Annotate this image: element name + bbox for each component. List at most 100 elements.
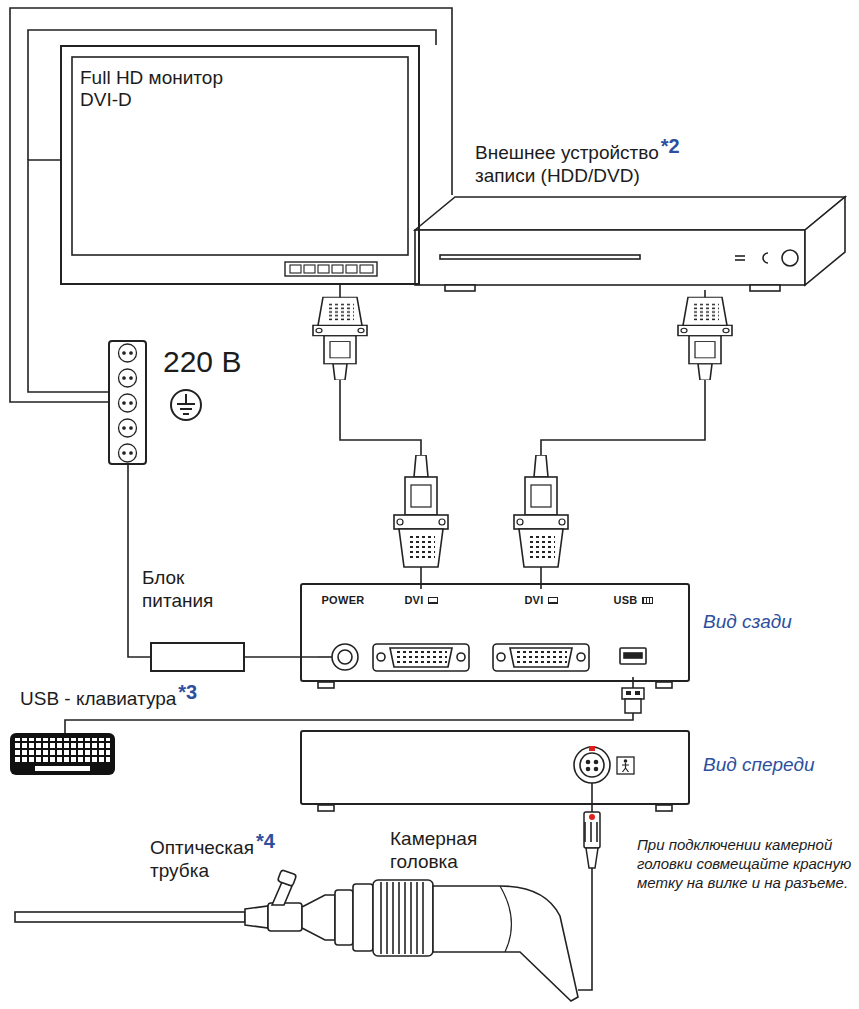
rear-panel-drawing [390, 648, 452, 667]
callout-number: *2 [661, 136, 680, 156]
power-strip-drawing [119, 369, 137, 387]
label-text: Вид спереди [703, 754, 815, 776]
front-panel-drawing [595, 768, 598, 771]
power-strip-drawing [130, 452, 132, 454]
rear-panel-drawing [377, 653, 385, 661]
rear-panel-drawing [510, 648, 572, 667]
power-strip-drawing [119, 344, 137, 462]
cable-plugs [584, 822, 600, 842]
monitor-drawing [318, 265, 329, 273]
monitor-drawing [360, 265, 373, 273]
earth-symbol [171, 390, 201, 420]
power-strip-drawing [130, 377, 132, 379]
cable [10, 8, 452, 402]
front-panel-drawing [591, 783, 593, 805]
optical-tube-drawing [302, 895, 335, 940]
rear-panel-drawing [373, 644, 469, 671]
cable-plugs [626, 691, 631, 695]
rear-panel-drawing [497, 653, 505, 661]
usb-port: USB [600, 589, 666, 677]
earth-symbol [180, 408, 192, 410]
recorder-drawing [735, 259, 745, 261]
power-strip-drawing [130, 427, 132, 429]
rear-panel-drawing [577, 653, 585, 661]
optical-tube: Оптическая трубка [15, 890, 345, 960]
camera-head-drawing [335, 890, 353, 945]
port-label-row: POWER [318, 594, 368, 607]
cable-plugs [625, 699, 641, 713]
cable-plugs [584, 812, 600, 848]
cable [28, 160, 108, 392]
label-text: DVI [404, 594, 423, 607]
label-text: DVI [524, 594, 543, 607]
rear-panel-drawing [493, 644, 589, 671]
front-panel-drawing [624, 759, 628, 763]
rear-panel-drawing [457, 653, 465, 661]
label-text: Full HD монитор DVI-D [80, 67, 248, 112]
rear-panel-drawing [338, 650, 352, 664]
label-text: 220 В [163, 344, 241, 379]
cable-plugs [678, 297, 732, 380]
monitor-drawing [72, 57, 408, 255]
monitor-icon [428, 597, 438, 604]
label-text: POWER [321, 594, 364, 607]
front-panel-drawing [622, 763, 629, 772]
cable [128, 465, 150, 657]
cable-plugs [313, 297, 367, 380]
front-panel-drawing [580, 753, 604, 777]
monitor-drawing [332, 265, 343, 273]
earth-symbol [185, 394, 187, 404]
recorder-drawing [445, 285, 475, 291]
recorder-drawing [805, 197, 845, 285]
camera-head-drawing [373, 880, 433, 956]
power-strip-drawing [119, 444, 137, 462]
monitor-drawing [304, 265, 315, 273]
cable-plugs [622, 688, 644, 699]
dvi-port: DVI [490, 589, 592, 677]
label-text: Блок питания [142, 567, 234, 612]
earth-symbol [171, 390, 201, 420]
power-strip-drawing [130, 352, 132, 354]
front-panel-drawing [587, 761, 590, 764]
recorder-drawing [415, 197, 845, 230]
cable-plugs [394, 455, 448, 567]
power-strip-drawing [123, 377, 125, 379]
recorder-box: Внешнее устройство записи (HDD/DVD) [415, 195, 845, 290]
camera-head-drawing [500, 886, 511, 952]
port-label-row: USB [600, 594, 666, 607]
recorder-drawing [735, 255, 745, 257]
recorder-drawing [440, 255, 640, 259]
camera-head-drawing [378, 882, 428, 954]
power-strip-drawing [119, 419, 137, 437]
rear-panel-drawing [515, 651, 567, 665]
optical-tube-drawing [268, 903, 302, 931]
earth-symbol [177, 403, 195, 405]
camera-head-drawing [335, 880, 578, 1001]
earth-symbol [183, 413, 189, 415]
rear-panel-drawing [332, 644, 358, 670]
label-text: Внешнее устройство записи (HDD/DVD) [475, 142, 680, 187]
rear-panel-drawing [624, 653, 642, 658]
cable [245, 656, 318, 658]
monitor-box: Full HD монитор DVI-D [60, 45, 420, 285]
monitor-drawing [346, 265, 357, 273]
note: При подключении камерной головки совмеща… [637, 836, 852, 892]
label-text: Камерная головка [390, 828, 502, 873]
label-text: USB - клавиатура [20, 688, 176, 710]
keyboard: USB - клавиатура [10, 733, 115, 775]
keyboard-drawing [10, 733, 115, 775]
cable-plugs [635, 691, 640, 695]
cable-plugs [586, 848, 598, 868]
camera-head: Камерная головка [345, 875, 578, 1003]
front-panel-drawing [589, 746, 595, 751]
callout-number: *4 [256, 831, 275, 851]
monitor-drawing [285, 262, 377, 276]
rear-panel-drawing [318, 656, 332, 658]
front-panel-drawing [587, 768, 590, 771]
recorder-drawing [415, 230, 805, 285]
monitor-drawing [28, 30, 436, 160]
recorder-drawing [763, 253, 768, 263]
monitor-drawing [290, 265, 301, 273]
callout-number: *3 [178, 682, 197, 702]
rear-panel-drawing [620, 648, 646, 664]
